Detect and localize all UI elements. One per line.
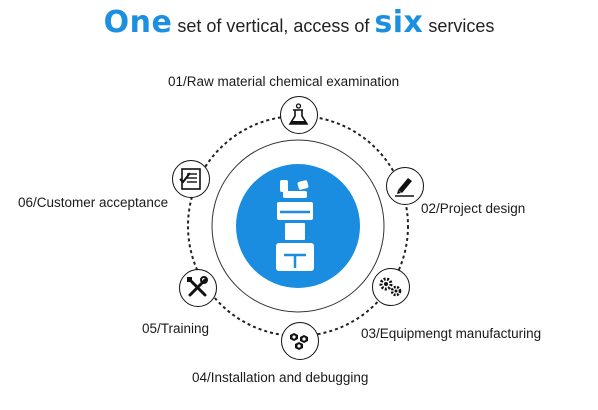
- service-node-01[interactable]: [280, 96, 318, 134]
- service-label-02: 02/Project design: [421, 201, 526, 216]
- service-label-06: 06/Customer acceptance: [18, 195, 169, 210]
- checklist-icon: [179, 168, 201, 190]
- service-label-01: 01/Raw material chemical examination: [168, 74, 400, 89]
- service-node-06[interactable]: [172, 160, 210, 198]
- service-node-02[interactable]: [386, 167, 424, 205]
- service-node-03[interactable]: [372, 268, 410, 306]
- title-text-2: services: [423, 16, 495, 36]
- flask-icon: [288, 103, 309, 125]
- page-title: One set of vertical, access of six servi…: [0, 6, 598, 43]
- service-label-05: 05/Training: [142, 321, 210, 336]
- pen-icon: [395, 178, 414, 197]
- inner-ring: [211, 139, 385, 313]
- nuts-icon: [290, 333, 308, 350]
- title-text-1: set of vertical, access of: [172, 16, 375, 36]
- service-label-04: 04/Installation and debugging: [192, 370, 369, 385]
- service-node-05[interactable]: [179, 269, 217, 307]
- title-emphasis-six: six: [374, 5, 424, 40]
- gears-icon: [379, 277, 402, 297]
- service-label-03: 03/Equipmengt manufacturing: [361, 326, 542, 341]
- service-node-04[interactable]: [281, 322, 319, 360]
- tools-icon: [187, 276, 208, 297]
- title-emphasis-one: One: [103, 5, 173, 40]
